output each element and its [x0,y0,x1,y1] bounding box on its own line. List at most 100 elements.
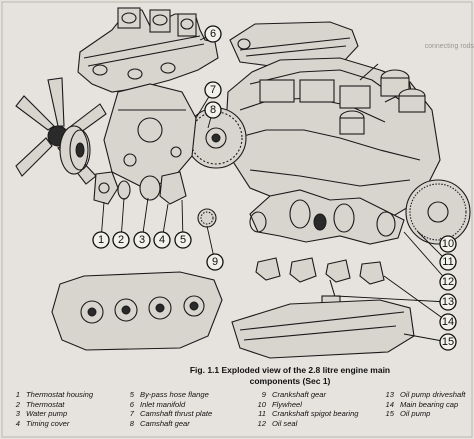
legend-num: 14 [385,399,394,409]
svg-text:13: 13 [442,296,454,308]
legend-item: 4 Timing cover [6,419,120,429]
callout-3: 3 [133,231,151,249]
legend-label: Oil pump driveshaft [400,390,466,399]
svg-text:2: 2 [118,234,124,246]
caption-line-2: components (Sec 1) [249,376,331,386]
inlet-manifold [77,7,219,93]
svg-text:1: 1 [98,234,104,246]
legend-num: 5 [129,390,134,399]
callout-4: 4 [153,231,171,249]
legend-item: 13 Oil pump driveshaft [380,390,472,400]
callout-14: 14 [439,313,457,331]
bleed-line: connecting rods [424,43,474,50]
legend-item: 5 By-pass hose flange [120,390,252,400]
svg-text:7: 7 [210,84,216,96]
flywheel [405,179,471,245]
bleed-through-text: connecting rods [404,0,474,60]
legend-num: 11 [258,409,266,419]
svg-text:15: 15 [442,336,454,348]
crankshaft-gear [197,208,217,228]
svg-text:12: 12 [442,276,454,288]
rocker-cover [229,21,359,67]
legend-label: Inlet manifold [140,399,186,409]
callout-15: 15 [439,333,457,351]
svg-text:4: 4 [159,234,165,246]
figure-caption: Fig. 1.1 Exploded view of the 2.8 litre … [130,365,450,387]
legend-label: Thermostat housing [26,390,94,399]
main-bearing-caps [255,257,385,285]
legend-item: 1 Thermostat housing [6,390,120,400]
callout-1: 1 [92,231,110,249]
legend-row: 3 Water pump 7 Camshaft thrust plate 11 Cra… [6,409,472,419]
svg-text:5: 5 [180,234,186,246]
legend-num: 9 [261,390,266,399]
pulley [59,125,91,175]
legend-label: Crankshaft spigot bearing [272,409,359,419]
svg-text:8: 8 [210,104,216,116]
legend-item: 7 Camshaft thrust plate [120,409,252,419]
legend-label: Thermostat [26,399,65,409]
legend-label: Camshaft gear [140,418,190,428]
callout-13: 13 [439,293,457,311]
legend-item: 9 Crankshaft gear [252,390,380,400]
legend-label: Main bearing cap [400,399,459,409]
legend-item: 10 Flywheel [252,400,380,410]
legend-label: Water pump [26,409,68,419]
callout-5: 5 [174,231,192,249]
legend-num: 2 [15,399,20,409]
legend-label: Flywheel [272,399,302,409]
legend-label: Oil seal [272,418,298,428]
legend-num: 8 [129,418,134,428]
legend-label: Camshaft thrust plate [140,409,213,419]
legend-row: 2 Thermostat 6 Inlet manifold 10 Flywheel 1… [6,400,472,410]
legend-label: Crankshaft gear [272,390,327,399]
legend-item: 14 Main bearing cap [380,400,472,410]
svg-text:3: 3 [139,234,145,246]
callouts: 1 2 3 4 5 6 7 8 9 10 11 12 13 14 15 [92,25,457,351]
callout-7: 7 [204,81,222,99]
callout-8: 8 [204,101,222,119]
callout-11: 11 [439,253,457,271]
svg-text:6: 6 [210,28,216,40]
svg-text:10: 10 [442,238,454,250]
legend-num: 6 [129,399,134,409]
svg-text:9: 9 [212,256,218,268]
callout-6: 6 [204,25,222,43]
caption-line-1: Fig. 1.1 Exploded view of the 2.8 litre … [189,365,391,375]
legend-label: Timing cover [26,418,70,428]
legend-num: 1 [15,390,20,399]
legend-num: 15 [385,409,394,419]
legend-item: 2 Thermostat [6,400,120,410]
pistons [339,69,426,135]
callout-2: 2 [112,231,130,249]
legend-num: 12 [257,418,266,428]
legend-item: 12 Oil seal [252,419,380,429]
legend-label: By-pass hose flange [140,390,209,399]
legend-row: 1 Thermostat housing 5 By-pass hose flange… [6,390,472,400]
legend-num: 3 [15,409,20,419]
engine-block [225,57,441,219]
thermostat-assembly [93,171,187,205]
svg-text:11: 11 [442,256,453,268]
callout-12: 12 [439,273,457,291]
legend-item: 8 Camshaft gear [120,419,252,429]
legend-num: 10 [257,399,266,409]
callout-10: 10 [439,235,457,253]
legend-num: 4 [15,418,20,428]
callout-9: 9 [206,253,224,271]
legend-num: 13 [385,390,394,399]
legend-item: 3 Water pump [6,409,120,419]
legend: 1 Thermostat housing 5 By-pass hose flange… [6,390,472,428]
crankshaft [249,189,405,245]
legend-label: Oil pump [400,409,431,419]
legend-num: 7 [129,409,134,419]
legend-item: 15 Oil pump [380,409,472,419]
legend-row: 4 Timing cover 8 Camshaft gear 12 Oil seal [6,419,472,429]
timing-cover [103,83,197,187]
legend-item: 6 Inlet manifold [120,400,252,410]
legend-item: 11 Crankshaft spigot bearing [252,409,380,419]
cylinder-head [51,271,223,351]
svg-text:14: 14 [442,316,454,328]
